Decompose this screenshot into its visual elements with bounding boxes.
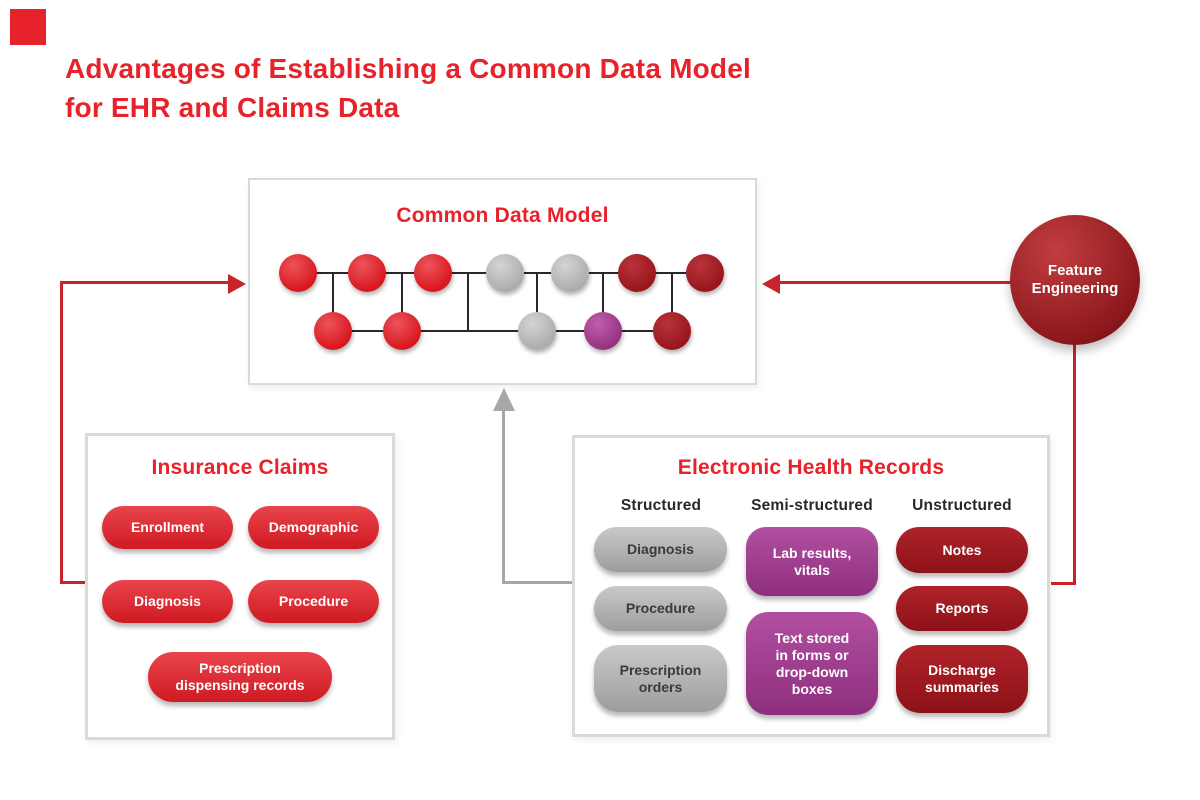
claims-pill-enrollment: Enrollment [102, 506, 233, 549]
feature-arrowhead-icon [762, 274, 780, 294]
ehr-column-header-structured: Structured [620, 497, 702, 514]
cdm-node-gray [486, 254, 524, 292]
cdm-node-darkred [618, 254, 656, 292]
insurance-claims-title: Insurance Claims [151, 456, 329, 479]
claims-arrow-line-horizontal [60, 281, 230, 284]
claims-arrow-line-vertical [60, 281, 63, 584]
ehr-pill-lab-results: Lab results, vitals [746, 527, 878, 596]
feature-ehr-line-horizontal [1051, 582, 1076, 585]
ehr-arrow-line-horizontal [502, 581, 573, 584]
claims-arrow-line-stub [60, 581, 87, 584]
ehr-pill-diagnosis: Diagnosis [594, 527, 727, 572]
ehr-pill-procedure: Procedure [594, 586, 727, 631]
cdm-node-red [314, 312, 352, 350]
ehr-pill-text-stored: Text stored in forms or drop-down boxes [746, 612, 878, 715]
cdm-node-red [279, 254, 317, 292]
cdm-network-connector [401, 272, 403, 332]
cdm-network-connector [332, 272, 334, 332]
cdm-node-red [348, 254, 386, 292]
cdm-node-gray [551, 254, 589, 292]
cdm-node-red [383, 312, 421, 350]
claims-pill-prescription-records: Prescription dispensing records [148, 652, 332, 702]
claims-pill-demographic: Demographic [248, 506, 379, 549]
page-title: Advantages of Establishing a Common Data… [65, 53, 751, 123]
ehr-title: Electronic Health Records [677, 456, 945, 479]
cdm-node-purple [584, 312, 622, 350]
ehr-arrow-line-vertical [502, 409, 505, 584]
claims-pill-procedure: Procedure [248, 580, 379, 623]
common-data-model-title: Common Data Model [396, 204, 609, 227]
cdm-network-connector [467, 272, 469, 332]
claims-pill-diagnosis: Diagnosis [102, 580, 233, 623]
feature-engineering-node: Feature Engineering [1010, 215, 1140, 345]
feature-ehr-line-vertical [1073, 342, 1076, 585]
ehr-arrowhead-icon [493, 388, 515, 411]
claims-arrowhead-icon [228, 274, 246, 294]
ehr-pill-prescription-orders: Prescription orders [594, 645, 727, 712]
cdm-network-connector [536, 272, 538, 332]
cdm-node-gray [518, 312, 556, 350]
ehr-column-header-unstructured: Unstructured [912, 497, 1012, 514]
cdm-node-red [414, 254, 452, 292]
ehr-pill-discharge-summaries: Discharge summaries [896, 645, 1028, 713]
cdm-node-darkred [686, 254, 724, 292]
ehr-column-header-semi-structured: Semi-structured [751, 497, 873, 514]
corner-accent-square [10, 9, 46, 45]
ehr-pill-reports: Reports [896, 586, 1028, 631]
cdm-network-bottom-rail [333, 330, 672, 332]
cdm-network-connector [671, 272, 673, 332]
cdm-network-connector [602, 272, 604, 332]
cdm-node-darkred [653, 312, 691, 350]
feature-arrow-line [780, 281, 1012, 284]
ehr-pill-notes: Notes [896, 527, 1028, 573]
